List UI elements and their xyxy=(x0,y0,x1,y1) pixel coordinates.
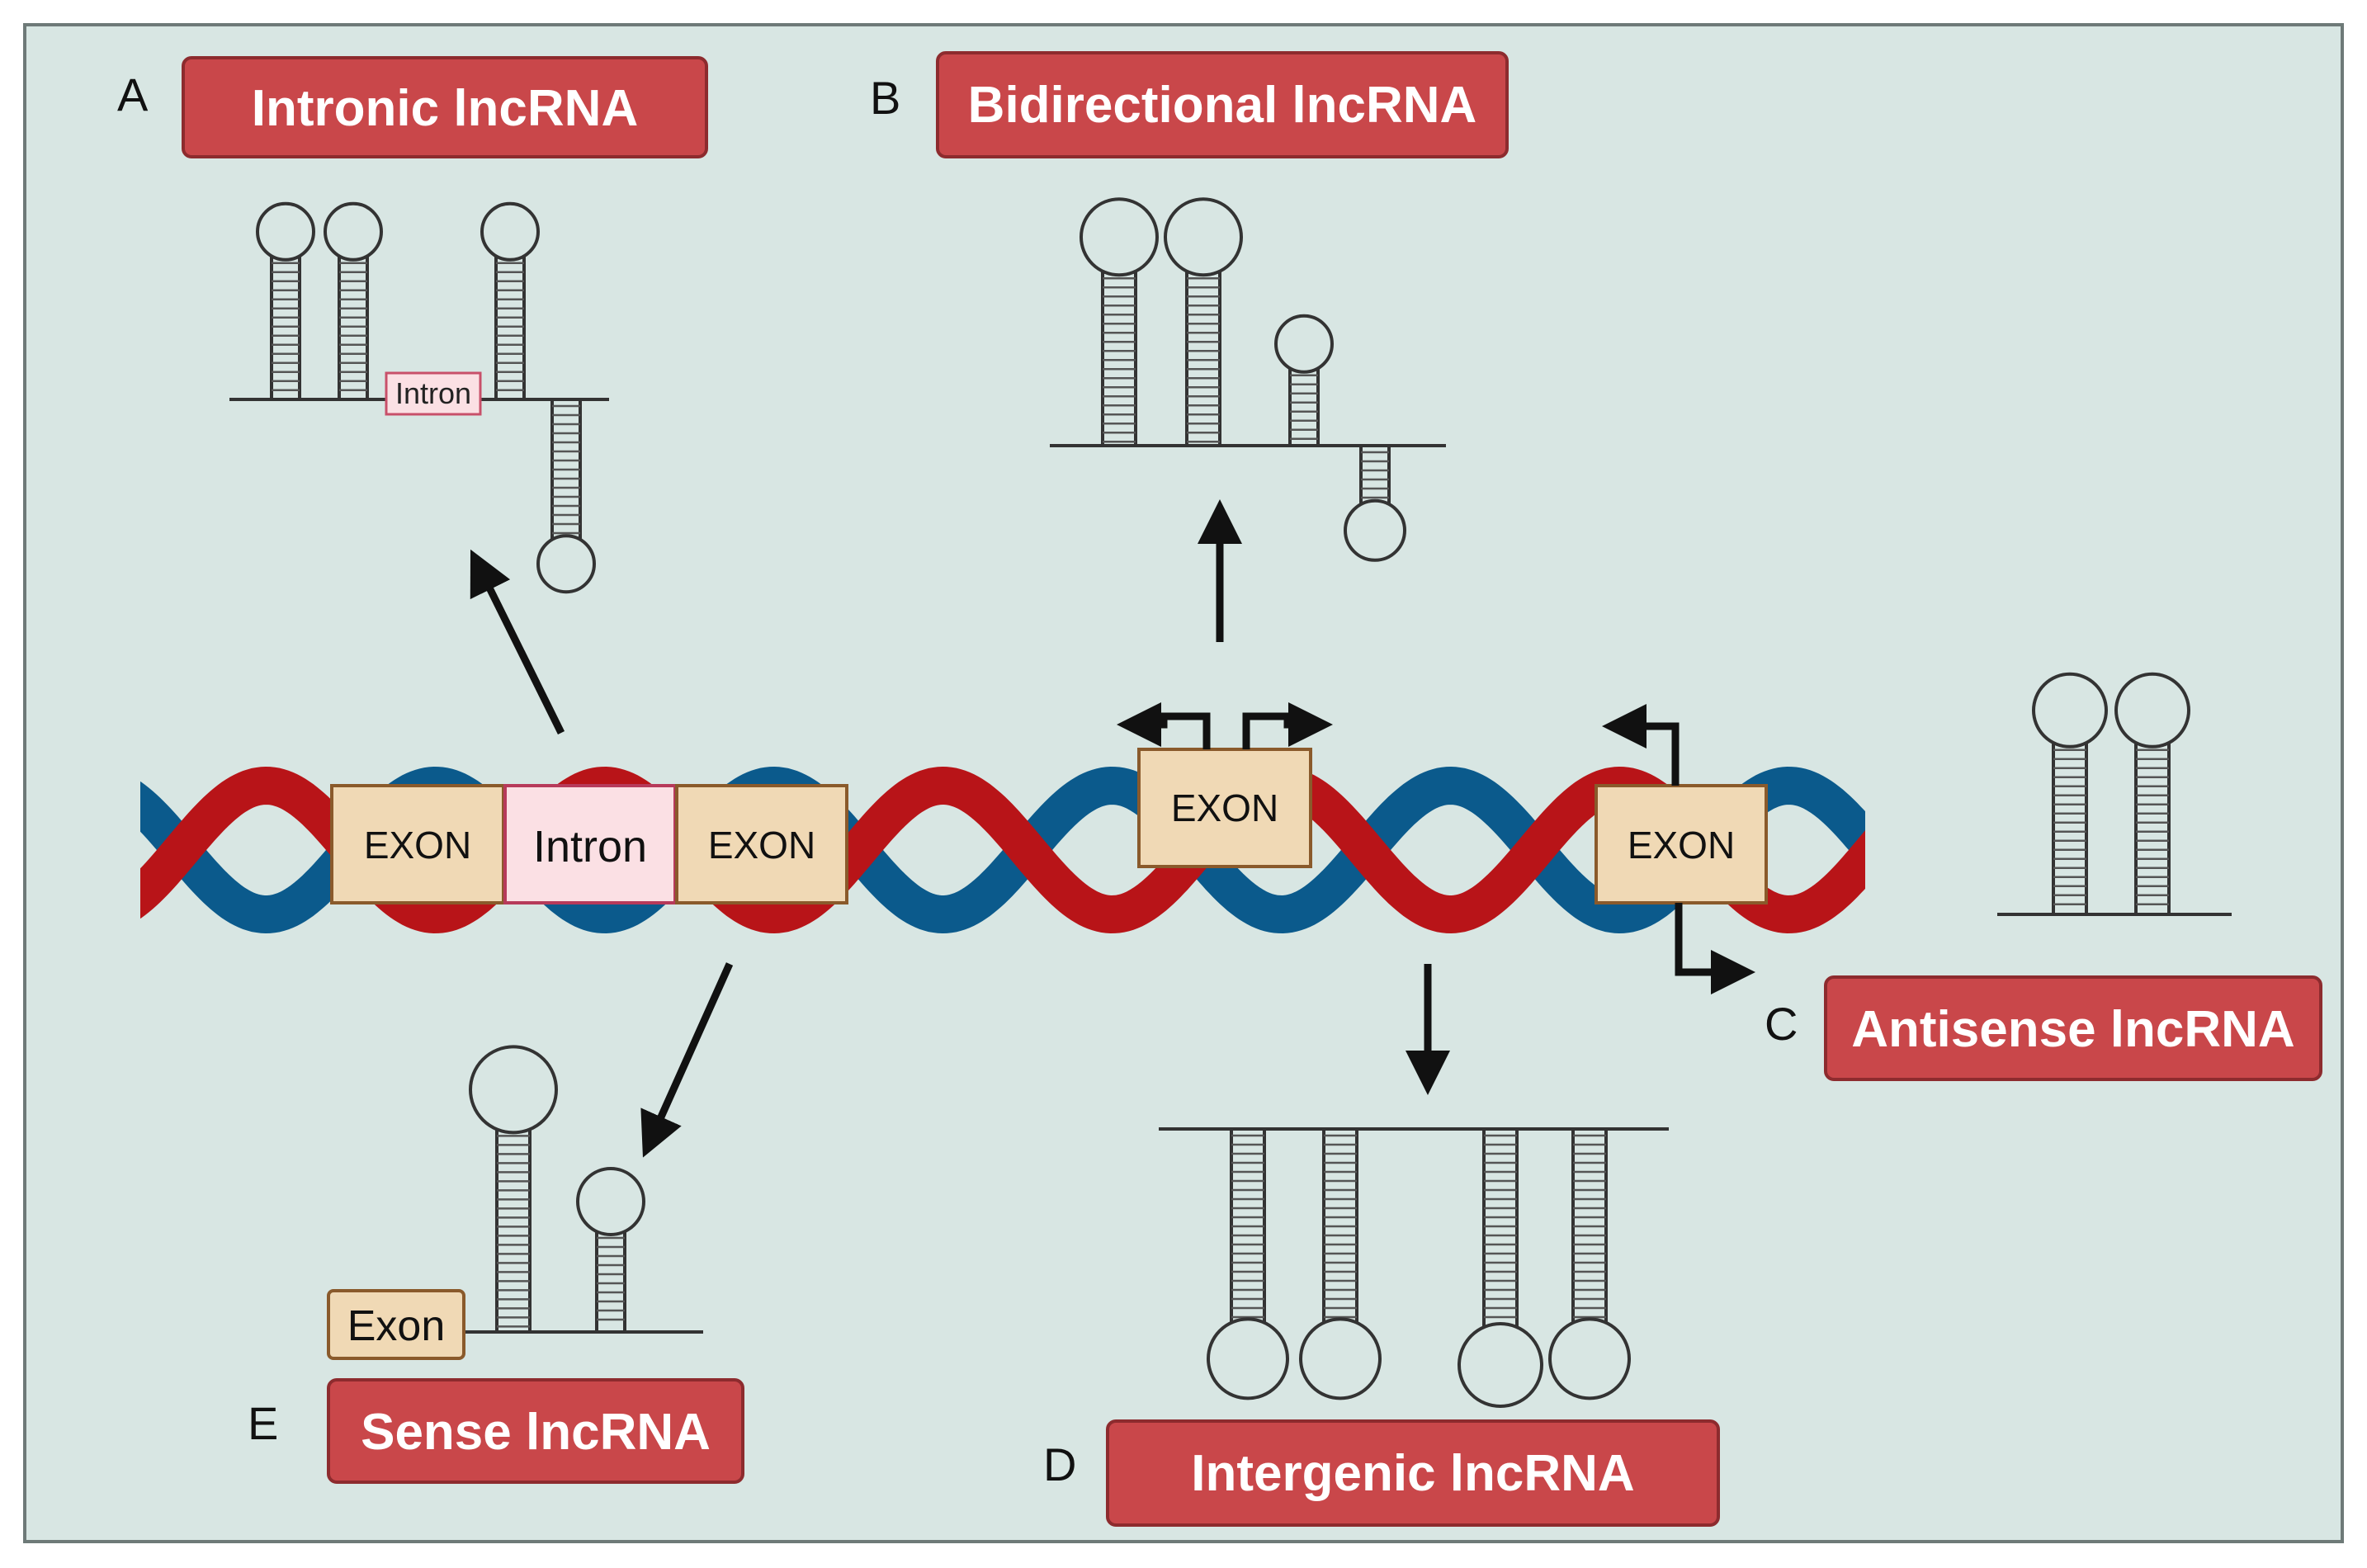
exon-label: EXON xyxy=(1171,786,1278,829)
rna-hairpin xyxy=(1344,446,1406,562)
panel-b-title-text: Bidirectional lncRNA xyxy=(968,77,1477,134)
rna-hairpin xyxy=(1548,1129,1631,1400)
rna-hairpin xyxy=(256,201,315,399)
hairpin-loop xyxy=(536,534,596,594)
intron-box: Intron xyxy=(503,784,677,904)
panel-a-title-text: Intronic lncRNA xyxy=(252,80,638,137)
panel-a-title: Intronic lncRNA xyxy=(182,56,708,158)
rna-hairpin xyxy=(324,201,383,399)
dna-strand-red xyxy=(140,766,1865,934)
hairpin-loop xyxy=(1274,314,1334,374)
exon-box-3: EXON xyxy=(1137,748,1312,868)
pathway-arrows xyxy=(470,499,1450,1158)
hairpin-loop xyxy=(1207,1317,1289,1400)
panel-letter-a: A xyxy=(117,68,149,120)
panel-c-title-text: Antisense lncRNA xyxy=(1851,1001,2294,1058)
hairpin-loop xyxy=(480,201,540,262)
exon-tag-label: Exon xyxy=(347,1302,446,1350)
rna-hairpin xyxy=(469,1045,558,1332)
rna-structures xyxy=(229,197,2232,1408)
antisense-promoter-icon xyxy=(1602,704,1755,994)
panel-letter-d: D xyxy=(1043,1438,1076,1490)
rna-hairpin xyxy=(536,399,596,594)
hairpin-loop xyxy=(1164,197,1243,277)
panel-e-title-text: Sense lncRNA xyxy=(361,1404,711,1461)
hairpin-loop xyxy=(1299,1317,1382,1400)
rna-hairpin xyxy=(1299,1129,1382,1400)
panel-letter-e: E xyxy=(248,1397,278,1449)
exon-label: EXON xyxy=(1628,824,1735,867)
panel-c-title: Antisense lncRNA xyxy=(1824,975,2322,1081)
panel-e-title: Sense lncRNA xyxy=(327,1378,744,1484)
arrow-to-intronic xyxy=(470,549,565,734)
rna-hairpin xyxy=(480,201,540,399)
rna-hairpin xyxy=(1080,197,1159,446)
rna-hairpin xyxy=(1164,197,1243,446)
exon-tag: Exon xyxy=(327,1289,465,1360)
hairpin-loop xyxy=(324,201,383,262)
hairpin-loop xyxy=(469,1045,558,1135)
exon-box-1: EXON xyxy=(330,784,505,904)
panel-b-title: Bidirectional lncRNA xyxy=(936,51,1509,158)
arrow-to-sense xyxy=(640,962,734,1158)
hairpin-loop xyxy=(1458,1322,1543,1408)
panel-d-title: Intergenic lncRNA xyxy=(1106,1419,1720,1527)
rna-hairpin xyxy=(2114,672,2190,914)
intron-label: Intron xyxy=(533,822,647,871)
exon-label: EXON xyxy=(364,824,471,867)
rna-hairpin xyxy=(576,1167,645,1332)
hairpin-loop xyxy=(1344,498,1406,562)
hairpin-loop xyxy=(576,1167,645,1236)
exon-label: EXON xyxy=(708,824,815,867)
rna-hairpin xyxy=(1458,1129,1543,1408)
exon-box-2: EXON xyxy=(675,784,848,904)
panel-letter-b: B xyxy=(870,72,900,124)
exon-box-4: EXON xyxy=(1595,784,1768,904)
panel-letter-c: C xyxy=(1765,998,1798,1050)
hairpin-loop xyxy=(1080,197,1159,277)
hairpin-loop xyxy=(256,201,315,262)
rna-hairpin xyxy=(1207,1129,1289,1400)
rna-hairpin xyxy=(2032,672,2108,914)
intron-tag-label: Intron xyxy=(395,376,471,410)
rna-hairpin xyxy=(1274,314,1334,446)
bidirectional-promoter-icon xyxy=(1117,702,1333,749)
hairpin-loop xyxy=(2032,672,2108,749)
intron-tag: Intron xyxy=(385,371,482,416)
hairpin-loop xyxy=(2114,672,2190,749)
panel-d-title-text: Intergenic lncRNA xyxy=(1191,1445,1634,1502)
hairpin-loop xyxy=(1548,1317,1631,1400)
